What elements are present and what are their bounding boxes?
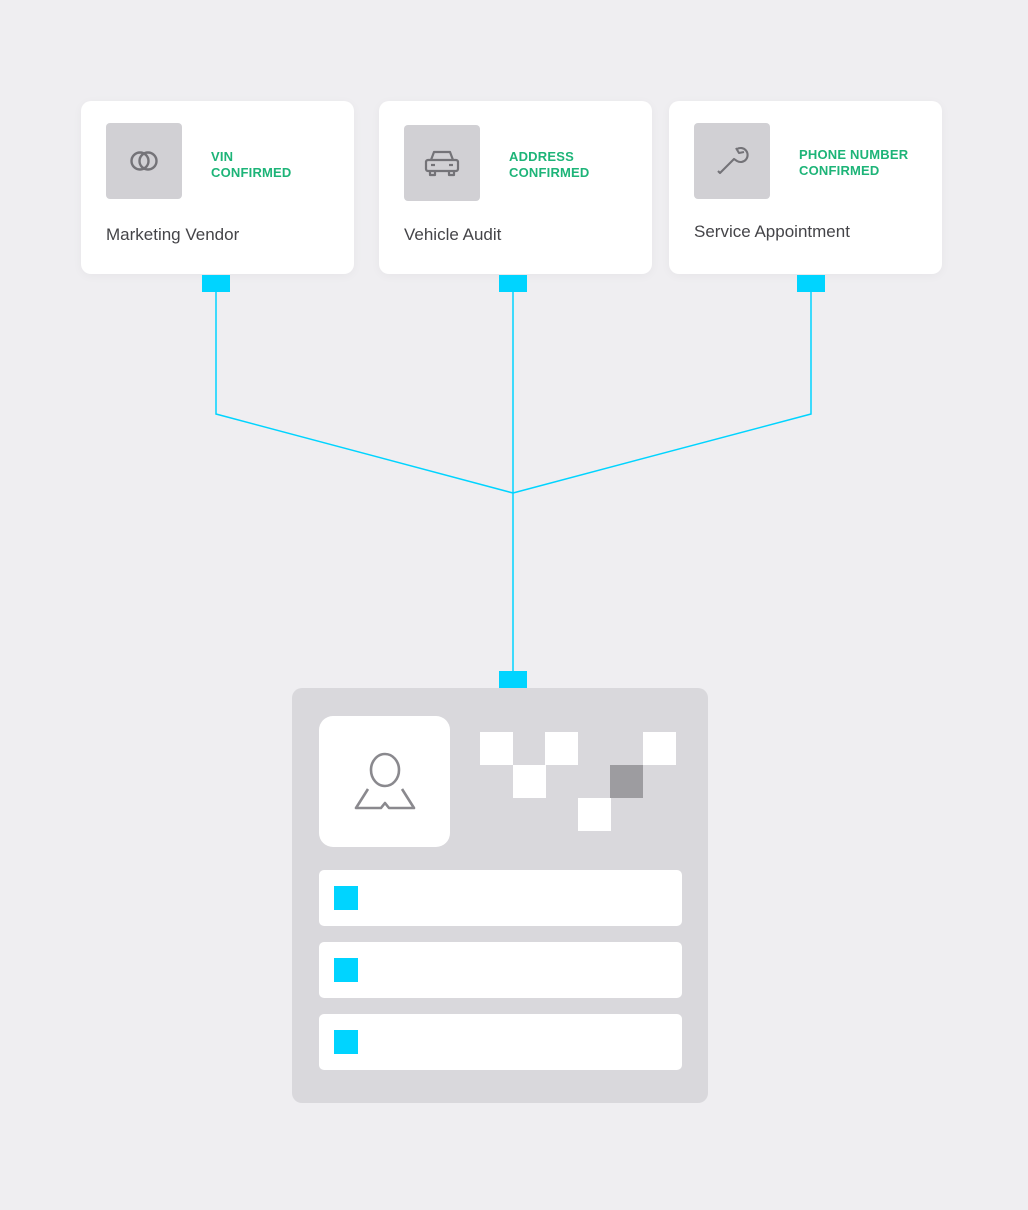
source-card-vehicle-audit: ADDRESS CONFIRMED Vehicle Audit [379, 101, 652, 274]
card-icon-tile [694, 123, 770, 199]
card-port-marketing-vendor [202, 275, 230, 292]
connector-line-left [215, 292, 514, 494]
card-icon-tile [404, 125, 480, 201]
profile-field-row [319, 870, 682, 926]
source-card-marketing-vendor: VIN CONFIRMED Marketing Vendor [81, 101, 354, 274]
wrench-icon [717, 146, 749, 175]
profile-field-row [319, 942, 682, 998]
pixel-block [480, 732, 513, 765]
source-card-service-appointment: PHONE NUMBER CONFIRMED Service Appointme… [669, 101, 942, 274]
pixel-block-dark [610, 765, 643, 798]
pixel-block [643, 732, 676, 765]
field-marker [334, 886, 358, 910]
card-title: Service Appointment [694, 222, 850, 241]
status-label: ADDRESS CONFIRMED [509, 149, 590, 180]
field-marker [334, 1030, 358, 1054]
card-port-vehicle-audit [499, 275, 527, 292]
pixel-block [578, 798, 611, 831]
connector-line-right [512, 292, 812, 494]
card-port-service-appointment [797, 275, 825, 292]
user-icon [354, 752, 415, 809]
card-title: Marketing Vendor [106, 225, 240, 244]
avatar [319, 716, 450, 847]
card-icon-tile [106, 123, 182, 199]
pixel-block [545, 732, 578, 765]
customer-profile-panel [292, 688, 708, 1103]
car-icon [424, 150, 460, 177]
pixel-block [513, 765, 546, 798]
status-label: VIN CONFIRMED [211, 149, 292, 180]
status-label: PHONE NUMBER CONFIRMED [799, 147, 909, 178]
link-icon [130, 151, 158, 171]
profile-port [499, 671, 527, 688]
profile-field-row [319, 1014, 682, 1070]
field-marker [334, 958, 358, 982]
card-title: Vehicle Audit [404, 225, 502, 244]
